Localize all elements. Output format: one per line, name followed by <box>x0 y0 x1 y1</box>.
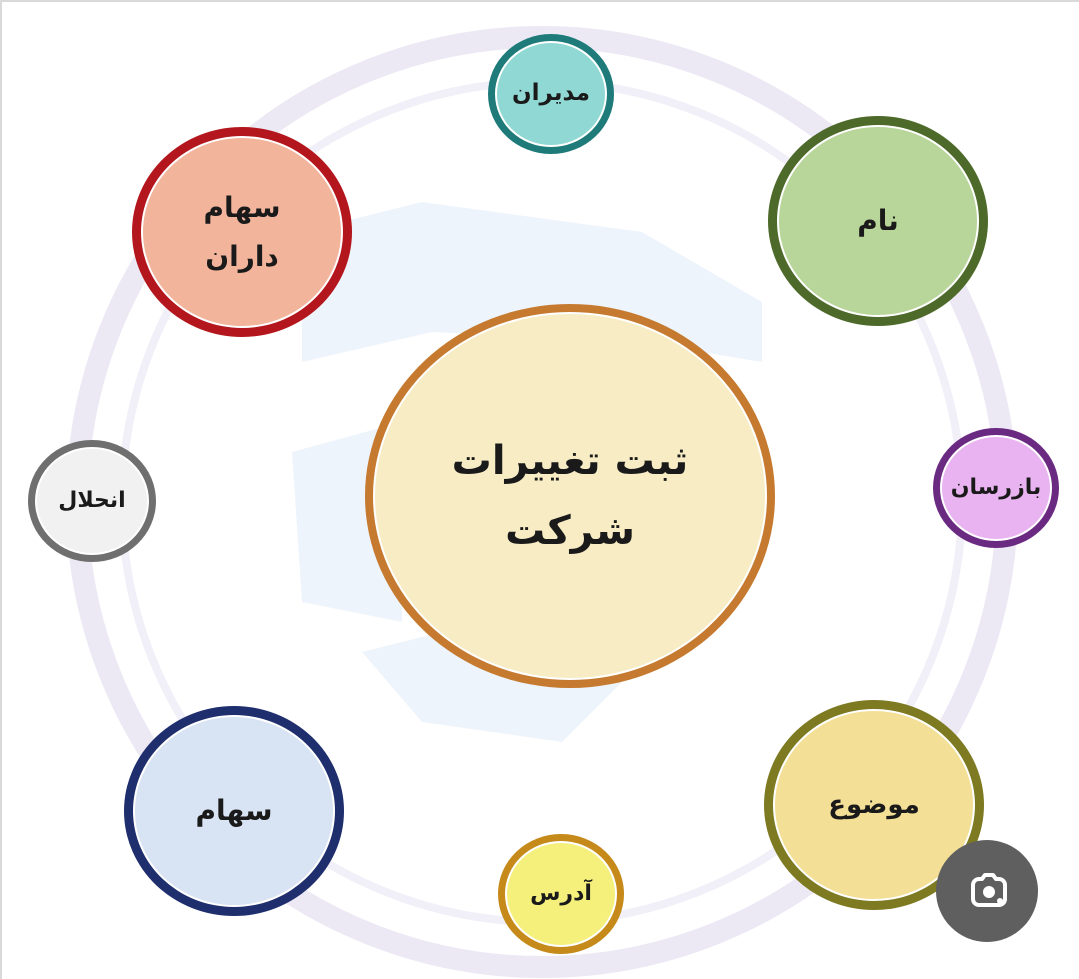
node-subject-label: موضوع <box>828 789 920 820</box>
node-address-label: آدرس <box>530 880 592 906</box>
node-dissolution-label: انحلال <box>58 487 126 513</box>
node-dissolution: انحلال <box>28 440 156 562</box>
node-shareholders-label: سهام داران <box>203 191 281 273</box>
node-managers-label: مدیران <box>512 80 590 107</box>
node-name-label: نام <box>857 204 899 238</box>
node-shares: سهام <box>124 706 344 916</box>
node-managers: مدیران <box>488 34 614 154</box>
camera-lens-icon <box>959 863 1015 919</box>
node-address: آدرس <box>498 834 624 954</box>
node-name: نام <box>768 116 988 326</box>
node-shareholders: سهام داران <box>132 127 352 337</box>
node-inspector: بازرسان <box>933 428 1059 548</box>
node-shares-label: سهام <box>195 794 273 828</box>
node-inspector-label: بازرسان <box>950 474 1042 500</box>
google-lens-button[interactable] <box>936 840 1038 942</box>
center-node: ثبت تغییرات شرکت <box>365 304 775 688</box>
center-node-label: ثبت تغییرات شرکت <box>451 438 689 554</box>
